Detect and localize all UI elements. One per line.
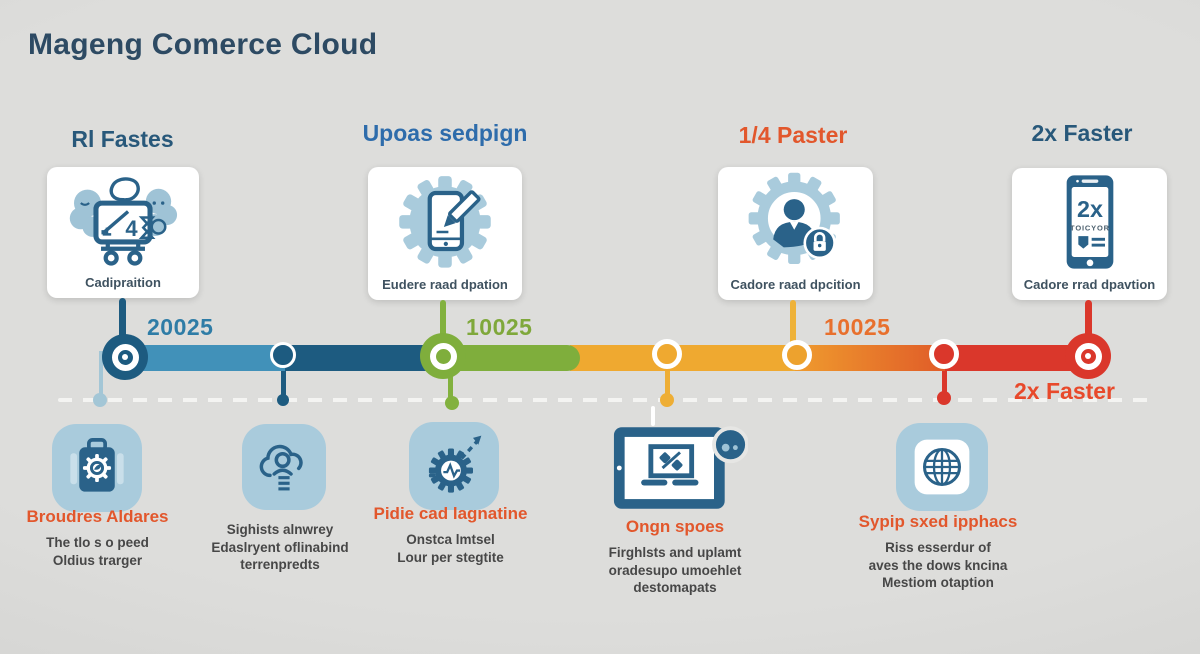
timeline-node xyxy=(929,339,959,369)
feature-line: oradesupo umoehlet xyxy=(608,562,742,578)
timeline-dashed-line xyxy=(58,398,1150,402)
svg-text:2x: 2x xyxy=(1077,196,1103,222)
timeline-node xyxy=(652,339,682,369)
cloud-user-icon xyxy=(259,444,303,491)
feature-line: Oldius trarger xyxy=(52,552,143,568)
timeline-node xyxy=(1074,342,1102,370)
timeline-segment xyxy=(443,345,580,371)
timeline-connector xyxy=(118,298,126,352)
page-title: Mageng Comerce Cloud xyxy=(28,28,378,61)
milestone-caption-1: Cadipraition xyxy=(85,275,161,290)
milestone-card-1: 4 Cadipraition xyxy=(47,167,199,298)
gear-user-lock-icon xyxy=(748,172,840,264)
feature-line: Lour per stegtite xyxy=(397,549,504,565)
timeline-node xyxy=(1085,353,1091,359)
feature-line: Mestiom otaption xyxy=(882,575,994,590)
feature-text-4: Ongn spoes Firghlsts and uplamt oradesup… xyxy=(580,517,770,597)
timeline-node xyxy=(429,342,457,370)
timeline-segment xyxy=(570,345,800,371)
feature-heading-5: Sypip sxed ipphacs xyxy=(858,512,1018,531)
feature-line: Riss esserdur of xyxy=(885,540,991,555)
svg-text:TOICYOR: TOICYOR xyxy=(1070,223,1110,232)
feature-line: aves the dows kncina xyxy=(868,557,1008,573)
timeline-connector xyxy=(447,372,453,401)
milestone-card-2: Eudere raad dpation xyxy=(368,167,522,300)
timeline-dot xyxy=(277,394,289,406)
feature-text-5: Sypip sxed ipphacs Riss esserdur of aves… xyxy=(843,512,1033,592)
feature-line: destomapats xyxy=(633,580,717,595)
feature-card-5 xyxy=(896,423,988,511)
timeline-dot xyxy=(93,393,107,407)
feature-line: Sighists alnwrey xyxy=(226,522,334,537)
feature-heading-1: Broudres Aldares xyxy=(26,507,169,526)
briefcase-gear-icon xyxy=(70,438,124,492)
timeline-connector xyxy=(790,300,796,354)
timeline-node xyxy=(122,354,128,360)
timeline-connector xyxy=(1084,300,1092,352)
feature-line: Onstca lmtsel xyxy=(406,532,495,547)
feature-line: terrenpredts xyxy=(240,557,320,572)
svg-text:4: 4 xyxy=(125,216,138,241)
timeline-segment xyxy=(122,345,287,371)
timeline-connector xyxy=(99,351,122,355)
timeline-date-3: 10025 xyxy=(824,314,891,340)
timeline-node xyxy=(420,333,466,379)
milestone-heading-2: Upoas sedpign xyxy=(362,120,528,146)
timeline-node xyxy=(1080,348,1096,364)
timeline-node xyxy=(111,343,139,371)
feature-text-2: Sighists alnwrey Edaslryent oflinabind t… xyxy=(190,521,370,574)
feature-card-1 xyxy=(52,424,142,512)
gear-tablet-pencil-icon xyxy=(399,176,491,268)
feature-card-2 xyxy=(242,424,326,510)
timeline-node xyxy=(435,348,451,364)
analytics-cart-icon: 4 xyxy=(69,177,178,266)
timeline-dot xyxy=(445,396,459,410)
feature-line: Edaslryent oflinabind xyxy=(211,539,349,555)
timeline-node xyxy=(782,340,812,370)
timeline-dot xyxy=(937,391,951,405)
milestone-caption-2: Eudere raad dpation xyxy=(382,277,508,292)
tablet-2x-icon: 2x TOICYOR xyxy=(1066,175,1113,269)
milestone-heading-3: 1/4 Paster xyxy=(738,122,848,148)
milestone-heading-1: Rl Fastes xyxy=(71,126,174,152)
milestone-caption-3: Cadore raad dpcition xyxy=(730,277,861,292)
feature-text-3: Pidie cad lagnatine Onstca lmtsel Lour p… xyxy=(363,504,538,566)
timeline-date-1: 20025 xyxy=(147,314,214,340)
milestone-card-4: 2x TOICYOR Cadore rrad dpavtion xyxy=(1012,168,1167,300)
feature-heading-4: Ongn spoes xyxy=(625,517,725,536)
timeline-connector xyxy=(280,366,286,398)
timeline-segment xyxy=(945,345,1092,371)
monitor-discount-icon xyxy=(613,426,749,509)
feature-heading-3: Pidie cad lagnatine xyxy=(373,504,528,523)
timeline-connector xyxy=(941,368,947,396)
timeline-end-label: 2x Faster xyxy=(1014,378,1116,404)
feature-line: Firghlsts and uplamt xyxy=(608,545,742,560)
timeline-node xyxy=(270,342,296,368)
timeline-dot xyxy=(660,393,674,407)
milestone-heading-4: 2x Faster xyxy=(1031,120,1133,146)
gear-check-icon xyxy=(428,435,482,493)
timeline-node xyxy=(1065,333,1111,379)
timeline-date-2: 10025 xyxy=(466,314,533,340)
globe-icon xyxy=(914,439,970,495)
timeline-node xyxy=(117,349,133,365)
timeline-segment xyxy=(285,345,445,371)
timeline-segment xyxy=(795,345,947,371)
milestone-caption-4: Cadore rrad dpavtion xyxy=(1023,277,1156,292)
milestone-card-3: Cadore raad dpcition xyxy=(718,167,873,300)
feature-card-4 xyxy=(612,420,749,516)
feature-text-1: Broudres Aldares The tlo s o peed Oldius… xyxy=(10,507,185,569)
feature-line: The tlo s o peed xyxy=(46,535,149,550)
timeline-connector xyxy=(440,300,446,352)
timeline-node xyxy=(102,334,148,380)
timeline-connector xyxy=(664,368,670,398)
timeline-connector xyxy=(99,352,103,398)
feature-card-3 xyxy=(409,422,499,510)
